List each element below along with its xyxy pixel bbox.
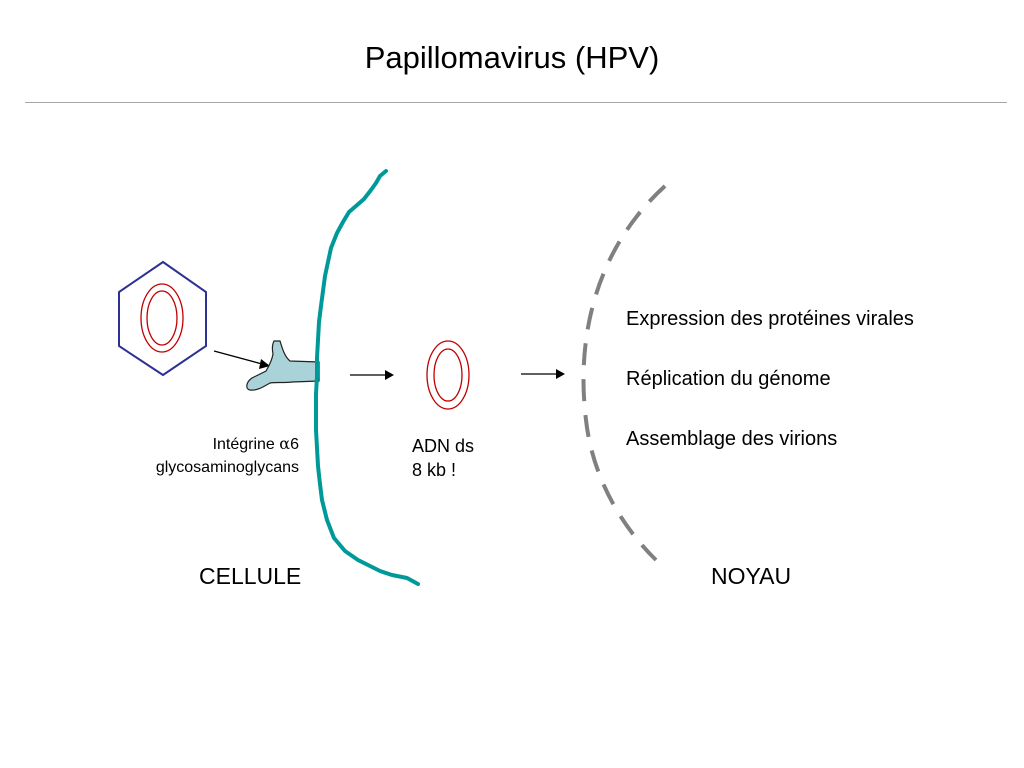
viral-dna-inner-ring <box>433 348 463 402</box>
receptor-label: Intégrine α6 glycosaminoglycans <box>112 432 299 479</box>
nucleus-step-replication: Réplication du génome <box>626 368 831 390</box>
title-divider <box>25 102 1007 103</box>
receptor-label-integrin-prefix: Intégrine <box>212 436 280 453</box>
viral-dna-label: ADN ds 8 kb ! <box>412 434 474 482</box>
nucleus-step-expression: Expression des protéines virales <box>626 308 914 330</box>
slide-title: Papillomavirus (HPV) <box>364 40 660 75</box>
viral-dna <box>426 340 470 410</box>
receptor-label-alpha-symbol: α <box>279 434 291 453</box>
nucleus-step-assembly: Assemblage des virions <box>626 428 838 450</box>
receptor-label-integrin: Intégrine α6 <box>112 432 299 456</box>
arrow-virion-to-receptor <box>213 350 270 369</box>
virion-dna-outer-ring <box>140 283 184 353</box>
nuclear-envelope <box>581 184 667 562</box>
receptor-shape <box>246 340 320 391</box>
arrow-membrane-to-dna <box>350 370 394 380</box>
virion-capsid <box>118 260 207 377</box>
viral-dna-label-size: 8 kb ! <box>412 460 457 480</box>
virion-dna-inner-ring <box>146 290 178 346</box>
cell-membrane <box>314 169 420 586</box>
arrow-dna-to-nucleus <box>521 369 565 379</box>
receptor-label-glycosaminoglycans: glycosaminoglycans <box>155 459 299 476</box>
virion <box>118 260 207 377</box>
zone-label-cell: CELLULE <box>199 563 302 589</box>
viral-dna-outer-ring <box>426 340 470 410</box>
viral-dna-label-type: ADN ds <box>412 436 475 456</box>
zone-label-nucleus: NOYAU <box>711 563 792 589</box>
receptor-label-integrin-suffix: 6 <box>290 436 299 453</box>
